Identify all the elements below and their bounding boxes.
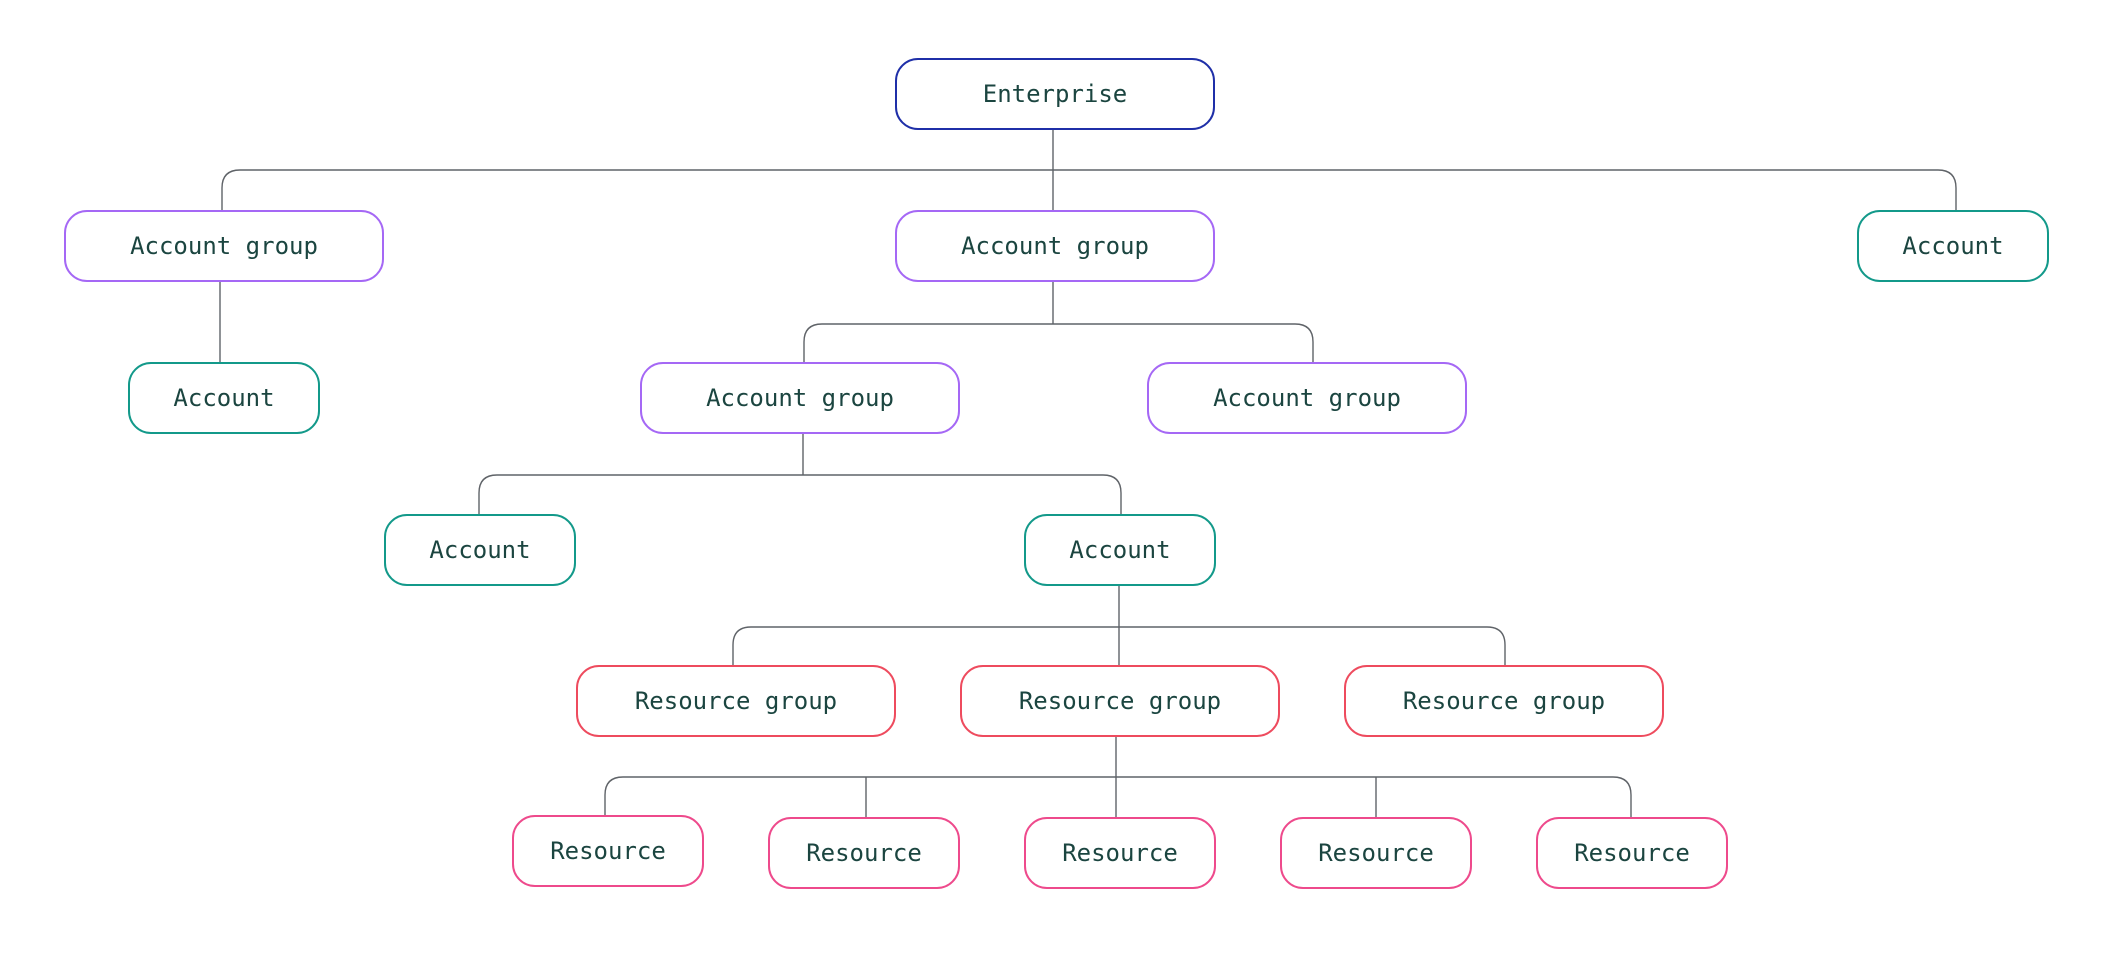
node-label-res-4: Resource [1318, 839, 1434, 867]
connectors [219, 129, 1957, 818]
node-label-ag-center: Account group [961, 232, 1149, 260]
node-ag-center-right: Account group [1147, 362, 1467, 434]
node-enterprise: Enterprise [895, 58, 1215, 130]
connector-rg-center-to-res-5 [1116, 776, 1632, 818]
node-box-rg-left [576, 665, 896, 737]
node-label-rg-center: Resource group [1019, 687, 1221, 715]
node-label-enterprise: Enterprise [983, 80, 1128, 108]
connector-ag-center-left-to-acct-mid-left [478, 474, 803, 515]
node-box-rg-right [1344, 665, 1664, 737]
node-box-res-3 [1024, 817, 1216, 889]
node-label-acct-mid-left: Account [429, 536, 530, 564]
node-rg-right: Resource group [1344, 665, 1664, 737]
node-res-1: Resource [512, 815, 704, 887]
node-acct-mid-left: Account [384, 514, 576, 586]
node-label-acct-right: Account [1902, 232, 2003, 260]
node-res-3: Resource [1024, 817, 1216, 889]
connector-acct-mid-to-rg-right [1119, 626, 1506, 666]
node-label-res-1: Resource [550, 837, 666, 865]
connector-ag-center-left-to-acct-mid [803, 474, 1122, 515]
node-label-res-5: Resource [1574, 839, 1690, 867]
node-label-rg-right: Resource group [1403, 687, 1605, 715]
node-label-ag-left: Account group [130, 232, 318, 260]
node-res-4: Resource [1280, 817, 1472, 889]
node-box-enterprise [895, 58, 1215, 130]
node-box-res-4 [1280, 817, 1472, 889]
connector-ag-center-to-ag-center-left [803, 323, 1053, 363]
connector-acct-mid-to-rg-left [732, 626, 1119, 666]
node-ag-center: Account group [895, 210, 1215, 282]
node-acct-mid: Account [1024, 514, 1216, 586]
node-acct-left: Account [128, 362, 320, 434]
node-ag-left: Account group [64, 210, 384, 282]
node-box-ag-left [64, 210, 384, 282]
node-box-acct-mid-left [384, 514, 576, 586]
node-box-res-5 [1536, 817, 1728, 889]
node-rg-left: Resource group [576, 665, 896, 737]
node-box-acct-right [1857, 210, 2049, 282]
node-box-acct-left [128, 362, 320, 434]
node-label-ag-center-right: Account group [1213, 384, 1401, 412]
node-box-ag-center-left [640, 362, 960, 434]
node-label-ag-center-left: Account group [706, 384, 894, 412]
node-rg-center: Resource group [960, 665, 1280, 737]
connector-rg-center-to-res-1 [604, 776, 1116, 816]
node-box-ag-center-right [1147, 362, 1467, 434]
node-label-rg-left: Resource group [635, 687, 837, 715]
node-label-res-3: Resource [1062, 839, 1178, 867]
node-label-acct-mid: Account [1069, 536, 1170, 564]
node-label-acct-left: Account [173, 384, 274, 412]
node-box-ag-center [895, 210, 1215, 282]
connector-enterprise-to-acct-right [1053, 169, 1957, 211]
node-box-rg-center [960, 665, 1280, 737]
connector-ag-center-to-ag-center-right [1053, 323, 1314, 363]
connector-enterprise-to-ag-left [221, 169, 1053, 211]
node-acct-right: Account [1857, 210, 2049, 282]
node-label-res-2: Resource [806, 839, 922, 867]
node-box-acct-mid [1024, 514, 1216, 586]
node-box-res-1 [512, 815, 704, 887]
node-box-res-2 [768, 817, 960, 889]
node-res-5: Resource [1536, 817, 1728, 889]
node-res-2: Resource [768, 817, 960, 889]
node-ag-center-left: Account group [640, 362, 960, 434]
